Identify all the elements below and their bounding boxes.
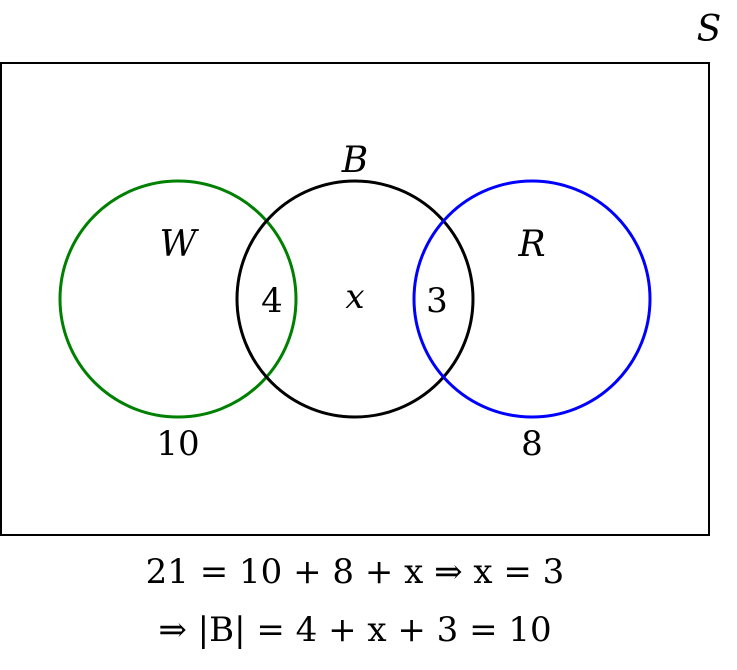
set-b-circle xyxy=(235,179,475,419)
region-w-and-b: 4 xyxy=(261,281,283,321)
set-b-label: B xyxy=(341,140,368,181)
set-w-label: W xyxy=(159,224,199,265)
region-w-only: 10 xyxy=(156,424,199,464)
set-w-circle xyxy=(58,179,298,419)
set-r-label: R xyxy=(517,224,545,265)
region-r-only: 8 xyxy=(521,424,543,464)
universe-label: S xyxy=(697,9,722,50)
set-r-circle xyxy=(412,179,652,419)
region-b-and-r: 3 xyxy=(426,281,448,321)
equation-line-2: ⇒ |B| = 4 + x + 3 = 10 xyxy=(158,610,551,650)
universe-box xyxy=(0,62,710,536)
region-b-only: x xyxy=(345,277,364,317)
equation-line-1: 21 = 10 + 8 + x ⇒ x = 3 xyxy=(146,552,565,592)
